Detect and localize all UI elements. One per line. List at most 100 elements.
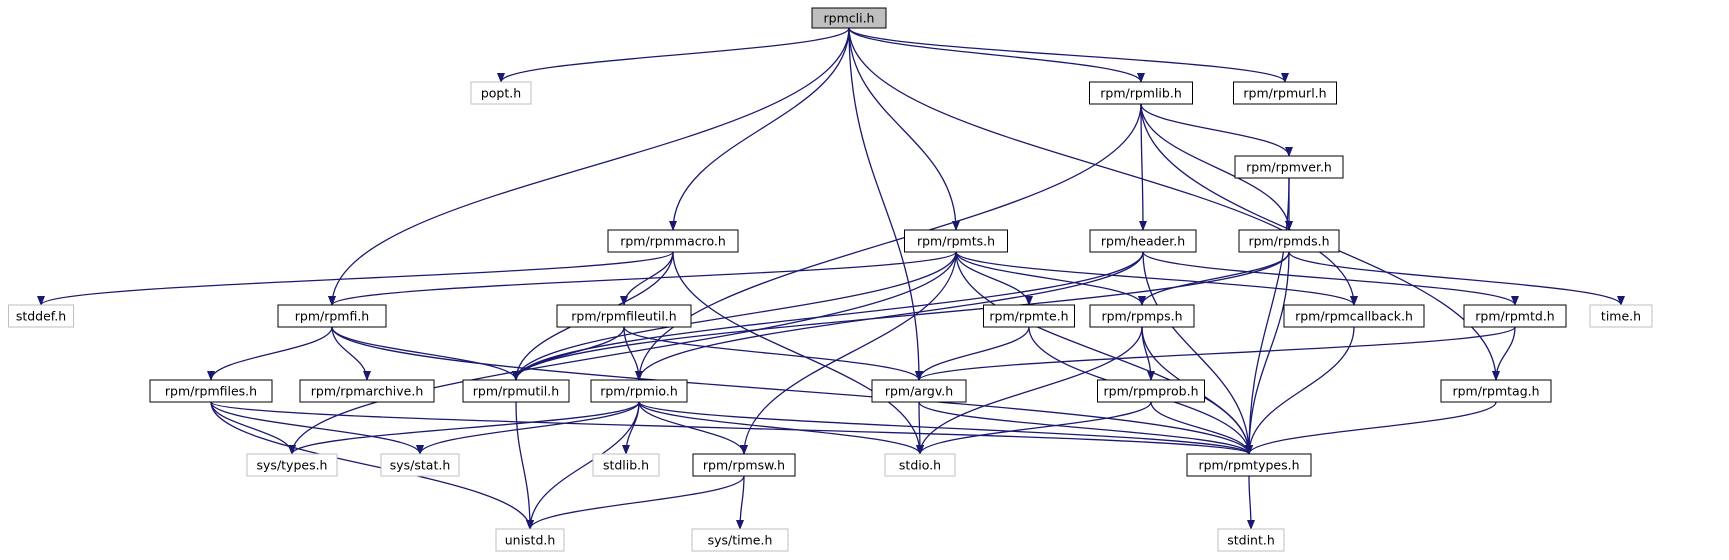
node-box — [149, 379, 273, 403]
node-rpmtypes[interactable]: rpm/rpmtypes.h — [1186, 453, 1312, 477]
edge-rpmlib-to-rpmds — [1140, 103, 1293, 231]
node-box — [495, 528, 565, 552]
edge-rpmcli-to-rpmfi — [328, 27, 850, 306]
node-box — [1088, 81, 1194, 105]
node-label: sys/stat.h — [390, 458, 451, 473]
edge-rpmtypes-to-stdint — [1246, 475, 1255, 530]
node-box — [1096, 379, 1206, 403]
edge-rpmcli-to-rpmmacro — [669, 27, 850, 231]
node-rpmurl[interactable]: rpm/rpmurl.h — [1232, 81, 1338, 105]
node-rpmfileutil[interactable]: rpm/rpmfileutil.h — [556, 304, 692, 328]
edge-rpmprob-to-stdio — [916, 401, 1152, 455]
node-rpmts[interactable]: rpm/rpmts.h — [903, 229, 1009, 253]
edge-rpmio-to-unistd — [526, 401, 640, 530]
node-label: rpm/argv.h — [885, 384, 953, 399]
edge-rpmcallback-to-rpmtypes — [1245, 326, 1355, 455]
node-label: rpm/rpmtd.h — [1475, 309, 1554, 324]
edge-rpmio-to-stdio — [638, 401, 924, 455]
edge-argv-to-rpmtypes — [918, 401, 1253, 455]
node-label: rpm/rpmver.h — [1246, 160, 1332, 175]
node-box — [592, 453, 660, 477]
node-rpmps[interactable]: rpm/rpmps.h — [1089, 304, 1195, 328]
node-label: rpm/header.h — [1101, 234, 1185, 249]
node-rpmver[interactable]: rpm/rpmver.h — [1234, 155, 1344, 179]
edge-rpmtd-to-argv — [915, 326, 1516, 381]
node-box — [277, 304, 387, 328]
node-label: stddef.h — [16, 309, 66, 324]
edge-rpmte-to-argv — [915, 326, 1030, 381]
node-rpmds[interactable]: rpm/rpmds.h — [1238, 229, 1340, 253]
node-rpmutil[interactable]: rpm/rpmutil.h — [462, 379, 570, 403]
node-rpmmacro[interactable]: rpm/rpmmacro.h — [607, 229, 739, 253]
node-rpmlib[interactable]: rpm/rpmlib.h — [1088, 81, 1194, 105]
node-stdlib: stdlib.h — [592, 453, 660, 477]
edge-rpmts-to-rpmcallback — [955, 251, 1358, 306]
edge-rpmfiles-to-unistd — [210, 401, 534, 530]
edge-rpmio-to-stdlib — [622, 401, 640, 455]
node-label: rpm/rpmtag.h — [1452, 384, 1539, 399]
node-label: rpm/rpmmacro.h — [620, 234, 726, 249]
node-label: stdint.h — [1227, 533, 1275, 548]
node-time: time.h — [1589, 304, 1653, 328]
node-sysstat: sys/stat.h — [380, 453, 460, 477]
node-box — [590, 379, 688, 403]
edge-rpmfileutil-to-argv — [623, 326, 923, 381]
node-rpmarchive[interactable]: rpm/rpmarchive.h — [299, 379, 435, 403]
node-rpmio[interactable]: rpm/rpmio.h — [590, 379, 688, 403]
edge-rpmio-to-rpmtypes — [638, 401, 1253, 455]
node-stdio: stdio.h — [884, 453, 956, 477]
edge-rpmfiles-to-rpmtypes — [210, 401, 1253, 455]
edge-rpmfileutil-to-rpmio — [623, 326, 643, 381]
edge-rpmsw-to-systime — [736, 475, 745, 530]
node-rpmfi[interactable]: rpm/rpmfi.h — [277, 304, 387, 328]
node-box — [691, 528, 789, 552]
node-label: rpm/rpmurl.h — [1243, 86, 1326, 101]
node-argv[interactable]: rpm/argv.h — [871, 379, 967, 403]
edge-rpmutil-to-unistd — [515, 401, 534, 530]
node-stddef: stddef.h — [8, 304, 74, 328]
node-rpmtag[interactable]: rpm/rpmtag.h — [1440, 379, 1552, 403]
node-label: popt.h — [481, 86, 521, 101]
edge-rpmprob-to-rpmtypes — [1150, 401, 1253, 455]
node-box — [1234, 155, 1344, 179]
node-label: rpm/rpmlib.h — [1100, 86, 1182, 101]
node-label: rpm/rpmtypes.h — [1198, 458, 1299, 473]
edge-header-to-rpmtypes — [1142, 251, 1253, 455]
node-rpmsw[interactable]: rpm/rpmsw.h — [692, 453, 796, 477]
edge-rpmmacro-to-stddef — [37, 251, 674, 306]
edge-rpmcli-to-argv — [848, 27, 923, 381]
node-label: rpm/rpmfi.h — [295, 309, 369, 324]
node-box — [607, 229, 739, 253]
edge-rpmfi-to-rpmutil — [331, 326, 520, 381]
node-rpmtd[interactable]: rpm/rpmtd.h — [1463, 304, 1567, 328]
edge-header-to-rpmio — [635, 251, 1144, 381]
node-rpmcli[interactable]: rpmcli.h — [811, 7, 887, 29]
node-label: rpm/rpmts.h — [917, 234, 995, 249]
edge-rpmts-to-rpmfi — [328, 251, 957, 306]
edge-rpmds-to-rpmtypes — [1245, 251, 1290, 455]
edge-rpmio-to-systypes — [288, 401, 640, 455]
node-box — [903, 229, 1009, 253]
node-unistd: unistd.h — [495, 528, 565, 552]
node-box — [1089, 304, 1195, 328]
edge-rpmts-to-rpmps — [955, 251, 1146, 306]
node-systypes: sys/types.h — [246, 453, 338, 477]
node-box — [462, 379, 570, 403]
node-label: rpm/rpmds.h — [1248, 234, 1329, 249]
node-rpmprob[interactable]: rpm/rpmprob.h — [1096, 379, 1206, 403]
node-box — [692, 453, 796, 477]
edge-rpmtd-to-rpmtag — [1492, 326, 1516, 381]
node-rpmte[interactable]: rpm/rpmte.h — [982, 304, 1076, 328]
node-label: rpm/rpmsw.h — [703, 458, 785, 473]
edge-rpmlib-to-rpmver — [1140, 103, 1293, 157]
edge-rpmcli-to-popt — [497, 27, 850, 83]
node-rpmcallback[interactable]: rpm/rpmcallback.h — [1283, 304, 1425, 328]
node-stdint: stdint.h — [1217, 528, 1285, 552]
node-box — [1186, 453, 1312, 477]
node-box — [982, 304, 1076, 328]
node-label: rpm/rpmutil.h — [473, 384, 559, 399]
edge-rpmio-to-sysstat — [416, 401, 640, 455]
node-header[interactable]: rpm/header.h — [1089, 229, 1197, 253]
node-systime: sys/time.h — [691, 528, 789, 552]
node-rpmfiles[interactable]: rpm/rpmfiles.h — [149, 379, 273, 403]
